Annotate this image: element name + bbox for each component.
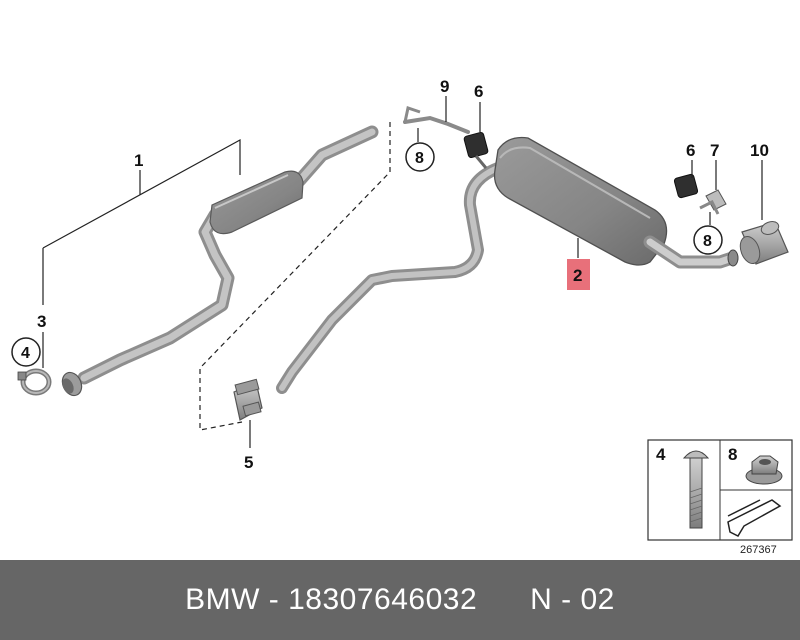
centre-silencer [209, 170, 304, 235]
callout-10: 10 [750, 141, 769, 160]
callout-3: 3 [37, 312, 46, 331]
callout-6-rear: 6 [686, 141, 695, 160]
callout-1: 1 [134, 151, 143, 170]
front-pipe-tube [77, 125, 379, 385]
middle-pipe [276, 162, 504, 394]
diagram-id: 267367 [740, 544, 777, 556]
front-pipe-assembly [61, 125, 379, 397]
legend-item-nut-label: 8 [728, 445, 737, 464]
circled-callout-4: 4 [11, 337, 41, 367]
direction-arrow-icon [727, 499, 782, 537]
bracket-part-7 [699, 189, 727, 215]
callout-6-front: 6 [474, 82, 483, 101]
footer-part-number: BMW - 18307646032 N - 02 [185, 583, 615, 616]
callout-9: 9 [440, 77, 449, 96]
callout-5: 5 [244, 453, 253, 472]
tailpipe-trim-part-10 [739, 221, 789, 265]
svg-text:8: 8 [703, 233, 712, 250]
circled-callout-8-front: 8 [405, 142, 435, 172]
svg-text:4: 4 [21, 345, 30, 362]
rubber-mount-6-rear [673, 173, 699, 199]
leader-lines [42, 96, 763, 448]
callout-2-highlight [567, 259, 590, 290]
callout-2: 2 [573, 266, 582, 285]
footer-bar: BMW - 18307646032 N - 02 [0, 560, 800, 640]
rear-silencer [493, 136, 739, 269]
rubber-mount-6-front [463, 131, 489, 169]
fastener-legend: 4 8 267367 [647, 439, 793, 556]
legend-item-bolt-label: 4 [656, 445, 666, 464]
svg-text:8: 8 [415, 150, 424, 167]
flange-nut-icon [745, 455, 783, 485]
exhaust-diagram: 1 2 3 5 6 6 7 9 10 4 8 8 4 [11, 77, 793, 556]
clamp-part-5 [233, 378, 263, 421]
bolt-icon [682, 450, 710, 529]
bracket-part-9 [403, 106, 470, 134]
callout-7: 7 [710, 141, 719, 160]
circled-callout-8-rear: 8 [693, 225, 723, 255]
clamp-part-3 [17, 368, 52, 396]
